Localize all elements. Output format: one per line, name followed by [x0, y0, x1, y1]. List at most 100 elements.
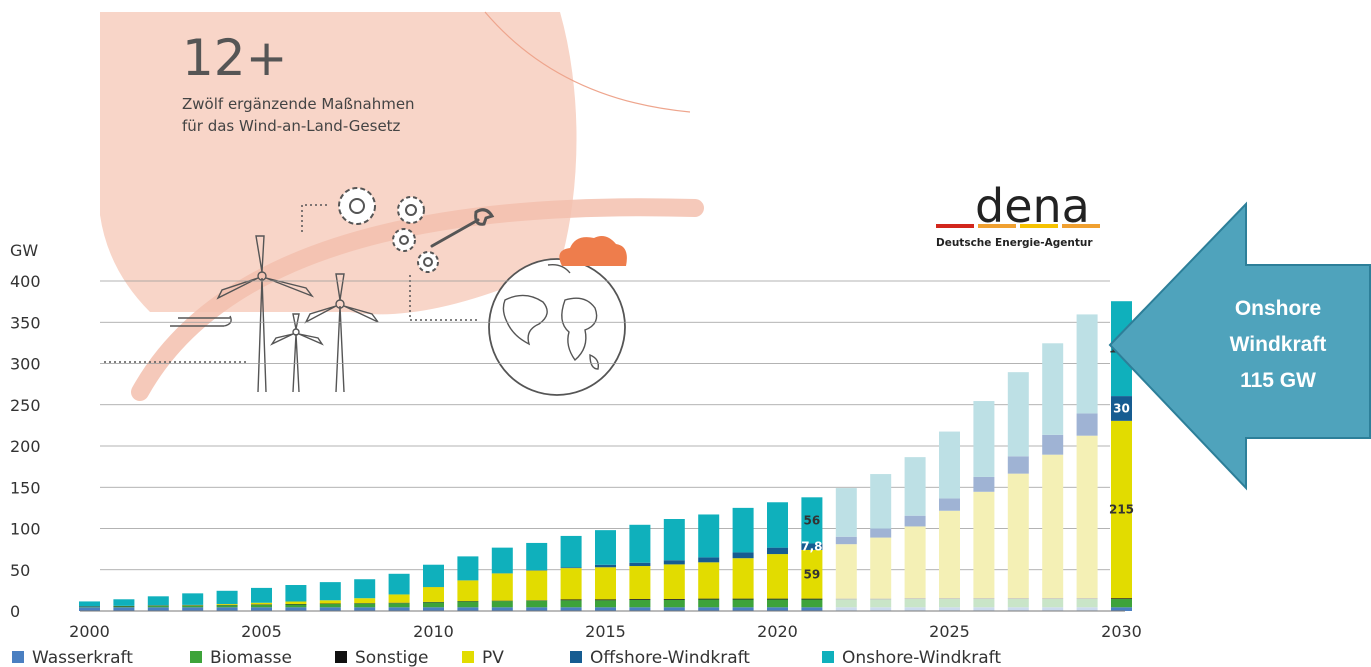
- bar-segment: [663, 599, 685, 608]
- callout-arrow-shape: [1108, 201, 1371, 491]
- bar-segment: [560, 535, 582, 568]
- bar-segment: [698, 607, 720, 611]
- bars: [79, 301, 1132, 611]
- bar-segment: [1042, 343, 1064, 435]
- bar-segment: [113, 606, 135, 608]
- bar-segment: [732, 558, 754, 599]
- legend-label: Sonstige: [355, 648, 428, 667]
- legend-swatch: [335, 651, 347, 663]
- data-label: 215: [1109, 503, 1134, 517]
- bar-segment: [801, 549, 823, 599]
- bar-segment: [1111, 598, 1132, 600]
- y-tick-label: 50: [10, 561, 30, 580]
- bar-segment: [973, 599, 995, 608]
- data-label: 7,8: [801, 540, 822, 554]
- bar-segment: [216, 603, 238, 605]
- bar-segment: [388, 603, 410, 608]
- bar-segment: [1076, 598, 1098, 600]
- bar-segment: [388, 573, 410, 595]
- callout-line-2: Windkraft: [1230, 333, 1327, 356]
- logo-stripe-red: [936, 224, 974, 228]
- legend-label: PV: [482, 648, 504, 667]
- bar-segment: [595, 530, 616, 565]
- bar-segment: [939, 431, 960, 499]
- bar-segment: [870, 537, 892, 599]
- legend-swatch: [822, 651, 834, 663]
- data-label: 56: [804, 513, 821, 527]
- bar-segment: [1111, 396, 1132, 421]
- bar-segment: [388, 607, 410, 611]
- hero-line-2: für das Wind-an-Land-Gesetz: [182, 117, 401, 135]
- bar-segment: [801, 543, 823, 550]
- bar-segment: [939, 498, 960, 511]
- legend-swatch: [462, 651, 474, 663]
- y-tick-label: 250: [10, 396, 41, 415]
- bar-segment: [423, 564, 444, 587]
- data-label: 59: [804, 567, 821, 581]
- bar-segment: [1042, 454, 1064, 599]
- hero-line-1: Zwölf ergänzende Maßnahmen: [182, 95, 415, 113]
- bar-segment: [182, 605, 204, 608]
- legend-swatch: [570, 651, 582, 663]
- legend-swatch: [190, 651, 202, 663]
- bar-segment: [457, 556, 479, 581]
- globe-icon: [488, 258, 626, 396]
- dena-logo: dena Deutsche Energie-Agentur: [936, 179, 1100, 249]
- bar-segment: [1007, 607, 1029, 611]
- y-tick-label: 300: [10, 355, 41, 374]
- bar-segment: [1007, 599, 1029, 608]
- bar-segment: [560, 599, 582, 601]
- bar-segment: [732, 507, 754, 553]
- x-tick-label: 2030: [1101, 622, 1142, 641]
- x-tick-label: 2010: [413, 622, 454, 641]
- bar-segment: [801, 599, 823, 608]
- bar-segment: [560, 600, 582, 608]
- bar-segment: [491, 547, 513, 574]
- bar-segment: [423, 587, 444, 602]
- bar-segment: [595, 600, 616, 608]
- bar-segment: [491, 601, 513, 608]
- bar-segment: [319, 600, 341, 604]
- bar-segment: [870, 607, 892, 611]
- bar-segment: [251, 607, 272, 611]
- bar-segment: [904, 515, 926, 527]
- x-tick-label: 2005: [241, 622, 282, 641]
- bar-segment: [801, 607, 823, 611]
- bar-segment: [285, 604, 307, 608]
- logo-subtitle: Deutsche Energie-Agentur: [936, 237, 1093, 249]
- bar-segment: [801, 497, 823, 544]
- bar-segment: [491, 573, 513, 601]
- legend-label: Wasserkraft: [32, 648, 133, 667]
- bar-segment: [904, 607, 926, 611]
- logo-stripe-yellow: [1020, 224, 1058, 228]
- bar-segment: [1111, 599, 1132, 608]
- legend-swatch: [12, 651, 24, 663]
- bar-segment: [457, 580, 479, 602]
- bar-segment: [835, 536, 857, 545]
- bar-segment: [147, 607, 169, 611]
- bar-segment: [491, 607, 513, 611]
- logo-stripe-orange-2: [1062, 224, 1100, 228]
- x-tick-label: 2000: [69, 622, 110, 641]
- bar-segment: [835, 607, 857, 611]
- bar-segment: [285, 607, 307, 611]
- bar-segment: [560, 568, 582, 600]
- callout-line-1: Onshore: [1235, 297, 1321, 320]
- bar-segment: [1076, 607, 1098, 611]
- bar-segment: [1042, 434, 1064, 455]
- bar-segment: [732, 599, 754, 608]
- bar-segment: [113, 599, 135, 606]
- bar-segment: [870, 528, 892, 538]
- bar-segment: [560, 567, 582, 569]
- bar-segment: [835, 544, 857, 599]
- bar-segment: [870, 598, 892, 600]
- bar-segment: [973, 491, 995, 599]
- bar-segment: [526, 600, 548, 608]
- bar-segment: [870, 474, 892, 529]
- bar-segment: [354, 579, 376, 599]
- bar-segment: [216, 607, 238, 611]
- bar-segment: [251, 587, 272, 603]
- bar-segment: [629, 599, 651, 608]
- bar-segment: [457, 607, 479, 611]
- bar-segment: [767, 607, 788, 611]
